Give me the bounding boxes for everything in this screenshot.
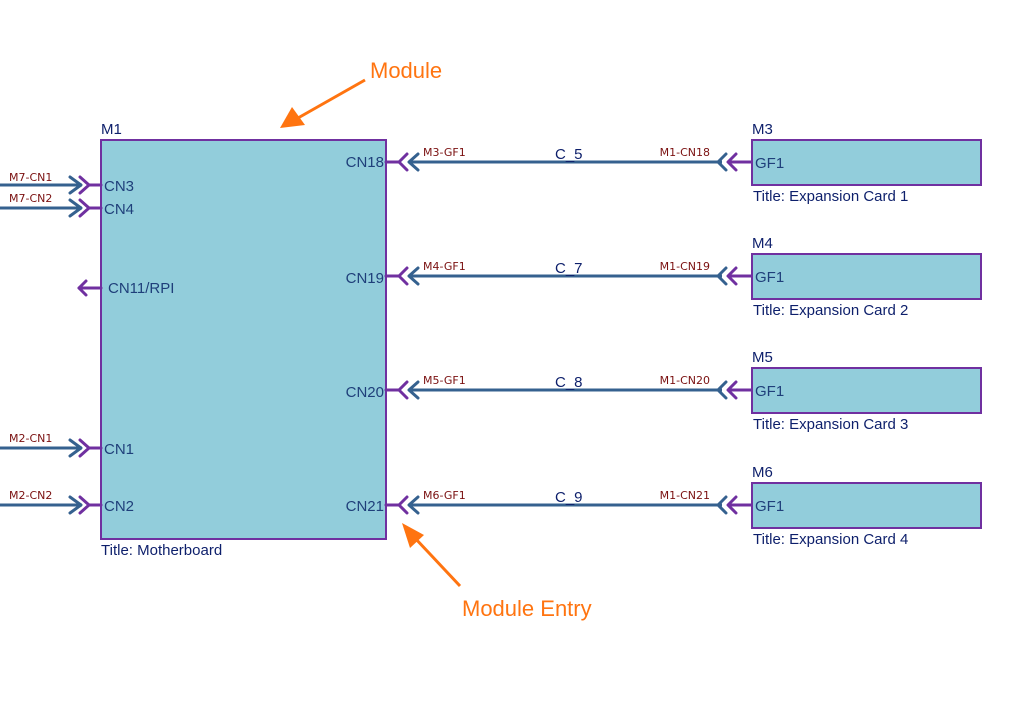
module-body[interactable]	[751, 367, 982, 414]
m1-entry-chevron-icon[interactable]	[397, 495, 409, 515]
wire-name-label: C_5	[555, 146, 583, 163]
m1-entry-chevron-icon[interactable]	[397, 152, 409, 172]
wire-m7-cn1[interactable]: M7-CN1	[0, 171, 103, 195]
annotation-module-arrow-line	[297, 78, 366, 120]
annotation-module-entry: Module Entry	[402, 523, 592, 621]
wire-right-label: M1-CN20	[660, 374, 710, 387]
wire-name-label: C_9	[555, 489, 583, 506]
wire-m2-cn2[interactable]: M2-CN2	[0, 489, 103, 515]
module-body[interactable]	[751, 482, 982, 529]
connection-c-5[interactable]: M3-GF1 C_5 M1-CN18	[384, 146, 754, 172]
entry-cn1-label: CN1	[104, 441, 134, 458]
module-m1-body[interactable]	[100, 139, 387, 540]
wire-m2-cn1[interactable]: M2-CN1	[0, 432, 103, 458]
wire-arrow-right-icon	[716, 266, 728, 286]
entry-cn4-label: CN4	[104, 201, 134, 218]
entry-cn3-label: CN3	[104, 178, 134, 195]
entry-cn19-label: CN19	[346, 270, 384, 287]
m1-entry-chevron-icon[interactable]	[397, 380, 409, 400]
wire-arrow-icon	[68, 495, 83, 515]
entry-gf1-label: GF1	[755, 269, 784, 286]
connection-c-7[interactable]: M4-GF1 C_7 M1-CN19	[384, 260, 754, 286]
wire-name-label: C_7	[555, 260, 583, 277]
module-id: M6	[752, 464, 773, 481]
net-label-m7-cn1: M7-CN1	[9, 171, 52, 184]
wire-arrow-icon	[68, 175, 83, 195]
annotation-module-arrowhead	[280, 107, 305, 128]
module-id: M3	[752, 121, 773, 138]
annotation-module-entry-label: Module Entry	[462, 596, 592, 621]
module-title: Title: Expansion Card 1	[753, 188, 908, 205]
net-label-m7-cn2: M7-CN2	[9, 192, 52, 205]
module-m1[interactable]: M1 Title: Motherboard CN3 CN4 CN11/RPI C…	[100, 121, 387, 559]
entry-cn21-label: CN21	[346, 498, 384, 515]
entry-gf1-label: GF1	[755, 498, 784, 515]
entry-cn11[interactable]	[77, 279, 103, 297]
module-m1-title: Title: Motherboard	[101, 542, 222, 559]
wire-left-label: M5-GF1	[423, 374, 466, 387]
entry-cn20-label: CN20	[346, 384, 384, 401]
connection-c-8[interactable]: M5-GF1 C_8 M1-CN20	[384, 374, 754, 400]
wire-arrow-right-icon	[716, 495, 728, 515]
annotation-module: Module	[280, 58, 442, 128]
wire-arrow-left-icon	[407, 152, 420, 172]
wire-arrow-left-icon	[407, 495, 420, 515]
annotation-entry-arrowhead	[402, 523, 424, 548]
wire-arrow-left-icon	[407, 266, 420, 286]
net-label-m2-cn1: M2-CN1	[9, 432, 52, 445]
connection-c-9[interactable]: M6-GF1 C_9 M1-CN21	[384, 489, 754, 515]
wire-left-label: M4-GF1	[423, 260, 466, 273]
annotation-entry-arrow-line	[412, 535, 462, 588]
entry-gf1-label: GF1	[755, 155, 784, 172]
wire-left-label: M6-GF1	[423, 489, 466, 502]
module-body[interactable]	[751, 139, 982, 186]
module-id: M4	[752, 235, 773, 252]
module-title: Title: Expansion Card 3	[753, 416, 908, 433]
module-id: M5	[752, 349, 773, 366]
wire-arrow-right-icon	[716, 152, 728, 172]
wire-name-label: C_8	[555, 374, 583, 391]
wire-arrow-icon	[68, 198, 83, 218]
module-m1-id: M1	[101, 121, 122, 138]
module-body[interactable]	[751, 253, 982, 300]
annotation-module-label: Module	[370, 58, 442, 83]
wire-arrow-left-icon	[407, 380, 420, 400]
wire-arrow-icon	[68, 438, 83, 458]
wire-m7-cn2[interactable]: M7-CN2	[0, 192, 103, 218]
wire-right-label: M1-CN21	[660, 489, 710, 502]
m1-entry-chevron-icon[interactable]	[397, 266, 409, 286]
entry-gf1-label: GF1	[755, 383, 784, 400]
wire-right-label: M1-CN19	[660, 260, 710, 273]
wire-right-label: M1-CN18	[660, 146, 710, 159]
wire-left-label: M3-GF1	[423, 146, 466, 159]
entry-cn18-label: CN18	[346, 154, 384, 171]
module-title: Title: Expansion Card 4	[753, 531, 908, 548]
entry-cn11-label: CN11/RPI	[108, 280, 174, 297]
wire-arrow-right-icon	[716, 380, 728, 400]
entry-cn2-label: CN2	[104, 498, 134, 515]
module-title: Title: Expansion Card 2	[753, 302, 908, 319]
net-label-m2-cn2: M2-CN2	[9, 489, 52, 502]
